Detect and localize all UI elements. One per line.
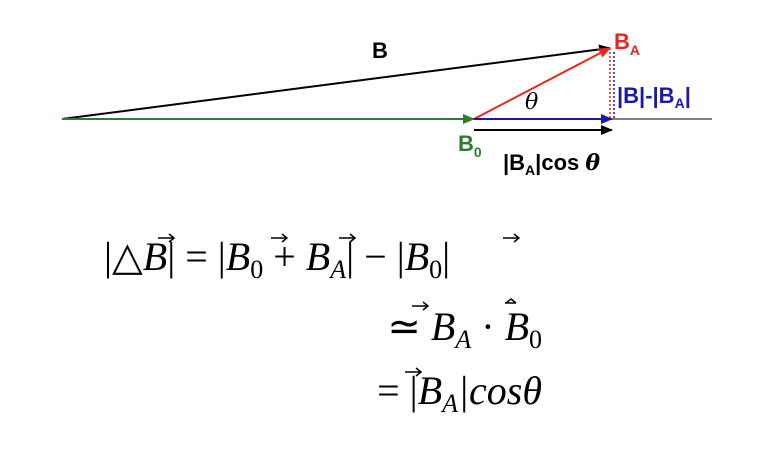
equation-line-3: = |BA|cosθ [377,368,542,418]
label-b0: B0 [458,131,482,160]
label-projection: |BA|cos θ [503,150,600,178]
label-ba: BA [614,29,640,58]
vector-ba-arrow [473,47,611,120]
label-magnitude-difference: |B|-|BA| [617,83,691,111]
label-theta: θ [525,90,538,115]
equation-line-2: ≃ BA · B0 [387,304,542,354]
vector-b-arrow [61,44,611,120]
label-b: B [372,38,388,63]
equation-line-1: |△B| = |B0 + BA| − |B0| [104,234,450,284]
vector-accent-marks [158,233,521,377]
equation-block: |△B| = |B0 + BA| − |B0| ≃ BA · B0 = |BA|… [104,233,542,418]
